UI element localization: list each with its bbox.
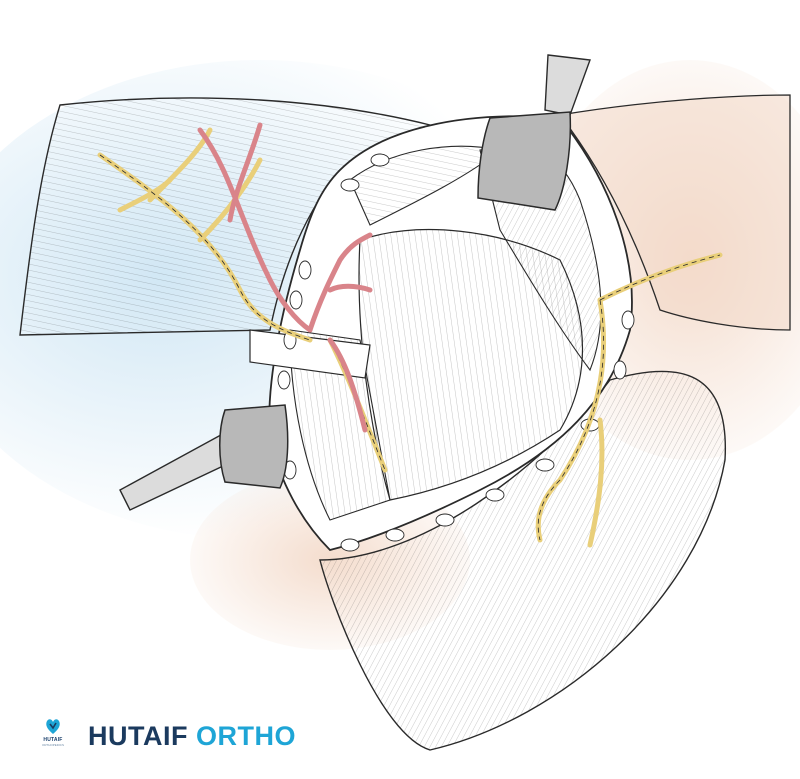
brand-wordmark-primary: HUTAIF [88,720,188,751]
wound-edge-beading [277,153,635,552]
brand-block: HUTAIF ORTHOPEDICS HUTAIF ORTHO [40,712,296,760]
brand-logo-name: HUTAIF [43,737,63,743]
lower-skin-flap [319,370,726,751]
brand-wordmark-secondary: ORTHO [195,720,296,751]
retractor-upper [477,54,591,211]
brand-logo: HUTAIF ORTHOPEDICS [40,716,66,756]
brand-wordmark: HUTAIF ORTHO [88,721,296,752]
brand-heart-icon [46,719,60,734]
artery-branches [197,122,373,433]
retractor-lower [119,404,289,511]
brand-logo-tagline: ORTHOPEDICS [42,743,64,747]
right-skin-flap [558,94,791,331]
